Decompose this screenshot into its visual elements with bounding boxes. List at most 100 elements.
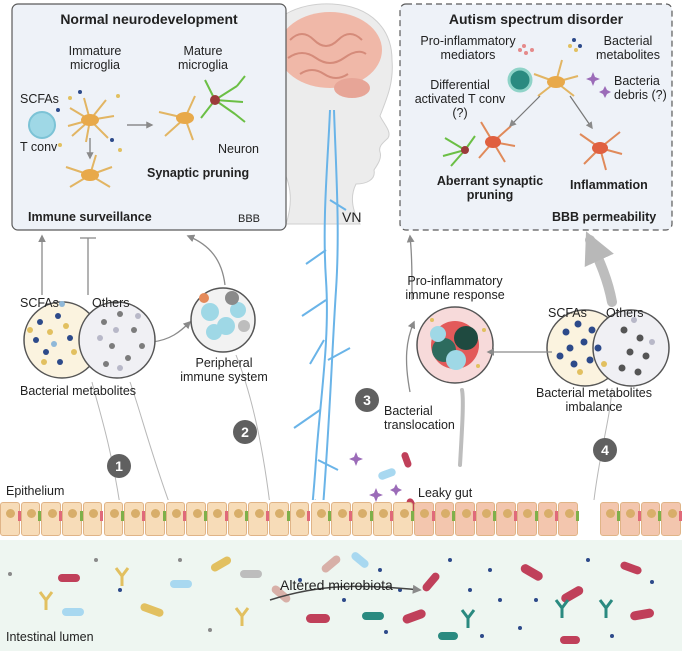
tight-junction: [555, 511, 559, 521]
epithelial-cell: [289, 502, 311, 536]
tight-junction: [452, 511, 456, 521]
epithelial-cell: [186, 502, 207, 536]
brain: [278, 12, 382, 98]
cell-nucleus: [109, 509, 119, 518]
epithelial-cell: [496, 502, 518, 536]
normal-panel: [11, 3, 287, 231]
bacterial-metabolites-imbalance-label: Bacterial metabolites imbalance: [535, 386, 653, 414]
tight-junction: [514, 511, 518, 521]
altered-microbiota-label: Altered microbiota: [280, 577, 393, 593]
cell-nucleus: [275, 509, 285, 518]
tight-junction: [307, 511, 311, 521]
epithelial-cell: [124, 502, 145, 536]
epithelial-cell: [269, 502, 290, 536]
vagus-nerve-label: VN: [342, 209, 362, 225]
cell-nucleus: [523, 509, 533, 518]
tight-junction: [266, 511, 270, 521]
immature-microglia-label: Immature microglia: [68, 44, 122, 72]
epithelial-cell: [207, 502, 228, 536]
tight-junction: [141, 511, 145, 521]
epithelial-cell: [82, 502, 104, 536]
tight-junction: [328, 511, 332, 521]
right-metabolite-circles: [546, 309, 670, 387]
bacterial-metabolites-left-label: Bacterial metabolites: [20, 384, 137, 398]
tight-junction: [286, 511, 290, 521]
asd-panel: [399, 3, 673, 231]
cell-nucleus: [647, 509, 657, 518]
cell-nucleus: [378, 509, 388, 518]
tight-junction: [79, 511, 83, 521]
synaptic-pruning-label: Synaptic pruning: [147, 166, 250, 180]
cell-nucleus: [502, 509, 512, 518]
epithelial-cell: [144, 502, 166, 536]
tight-junction: [431, 511, 435, 521]
tight-junction: [678, 511, 682, 521]
cell-nucleus: [440, 509, 450, 518]
tight-junction: [38, 511, 42, 521]
epithelial-cell: [620, 502, 641, 536]
cell-nucleus: [68, 509, 78, 518]
tight-junction: [369, 511, 373, 521]
cell-nucleus: [234, 509, 244, 518]
tight-junction: [575, 511, 579, 521]
bbb-permeability-label: BBB permeability: [552, 210, 657, 224]
asd-panel-cells: [442, 38, 623, 171]
cell-nucleus: [667, 509, 677, 518]
cell-nucleus: [461, 509, 471, 518]
step-4-badge: 4: [593, 438, 617, 462]
cell-nucleus: [254, 509, 264, 518]
inflammation-label: Inflammation: [570, 178, 648, 192]
epithelial-cell: [165, 502, 187, 536]
cell-nucleus: [482, 509, 492, 518]
epithelial-cell: [517, 502, 538, 536]
differential-t-conv-label: Differential activated T conv (?): [414, 78, 506, 120]
epithelial-cell: [103, 502, 125, 536]
tight-junction: [410, 511, 414, 521]
cell-nucleus: [27, 509, 37, 518]
epithelial-cell: [455, 502, 476, 536]
bacterial-metabolites-asd-label: Bacterial metabolites: [596, 34, 660, 62]
intestinal-lumen: [0, 540, 682, 651]
scfas-label-normal: SCFAs: [20, 92, 59, 106]
epithelial-cell: [393, 502, 414, 536]
tight-junction: [390, 511, 394, 521]
epithelial-cell: [351, 502, 373, 536]
immune-surveillance-label: Immune surveillance: [28, 210, 152, 224]
step-3-badge: 3: [355, 388, 379, 412]
tight-junction: [658, 511, 662, 521]
t-conv-label-normal: T conv: [20, 140, 58, 154]
pro-inflammatory-mediators-label: Pro-inflammatory mediators: [420, 34, 516, 62]
cell-nucleus: [171, 509, 181, 518]
cell-nucleus: [605, 509, 615, 518]
cell-nucleus: [358, 509, 368, 518]
normal-panel-cells: [28, 75, 246, 188]
tight-junction: [59, 511, 63, 521]
cell-nucleus: [543, 509, 553, 518]
cell-nucleus: [564, 509, 574, 518]
pro-inflammatory-response-label: Pro-inflammatory immune response: [405, 274, 505, 302]
epithelial-cell: [434, 502, 456, 536]
epithelial-cell: [248, 502, 270, 536]
cell-nucleus: [296, 509, 306, 518]
peripheral-immune-circle: [190, 287, 256, 353]
cell-nucleus: [47, 509, 57, 518]
pro-inflammatory-circle: [416, 306, 494, 384]
cell-nucleus: [316, 509, 326, 518]
left-metabolite-circles: [23, 301, 156, 379]
epithelial-cell: [310, 502, 332, 536]
cell-nucleus: [337, 509, 347, 518]
tight-junction: [348, 511, 352, 521]
neuron-label: Neuron: [218, 142, 259, 156]
epithelial-cell: [558, 502, 579, 536]
tight-junction: [224, 511, 228, 521]
epithelial-cell: [227, 502, 249, 536]
tight-junction: [100, 511, 104, 521]
epithelium-label: Epithelium: [6, 484, 65, 498]
others-label-right: Others: [606, 306, 644, 320]
cell-nucleus: [151, 509, 161, 518]
tight-junction: [183, 511, 187, 521]
mature-microglia-label: Mature microglia: [177, 44, 228, 72]
step-2-badge: 2: [233, 420, 257, 444]
epithelial-cell: [0, 502, 21, 536]
bacterial-translocation-label: Bacterial translocation: [384, 404, 455, 432]
